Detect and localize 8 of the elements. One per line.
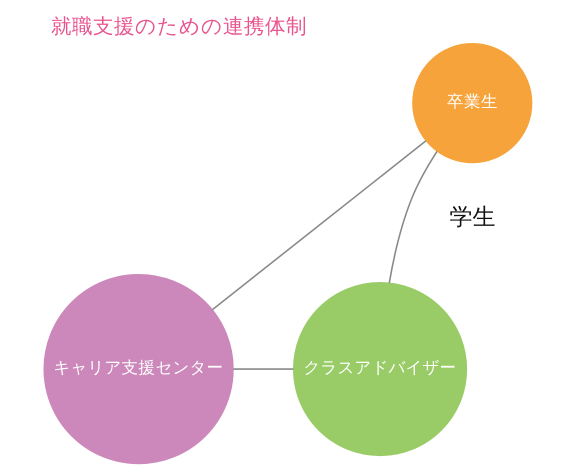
diagram-title: 就職支援のための連携体制 xyxy=(50,14,307,38)
connector xyxy=(388,151,438,284)
node-circle: クラスアドバイザー xyxy=(292,282,468,456)
connector xyxy=(233,368,294,370)
node-circle: キャリア支援センター xyxy=(43,274,234,464)
node-circle: 卒業生 xyxy=(412,43,532,164)
node-text: 学生 xyxy=(449,204,496,230)
connector xyxy=(212,140,426,310)
